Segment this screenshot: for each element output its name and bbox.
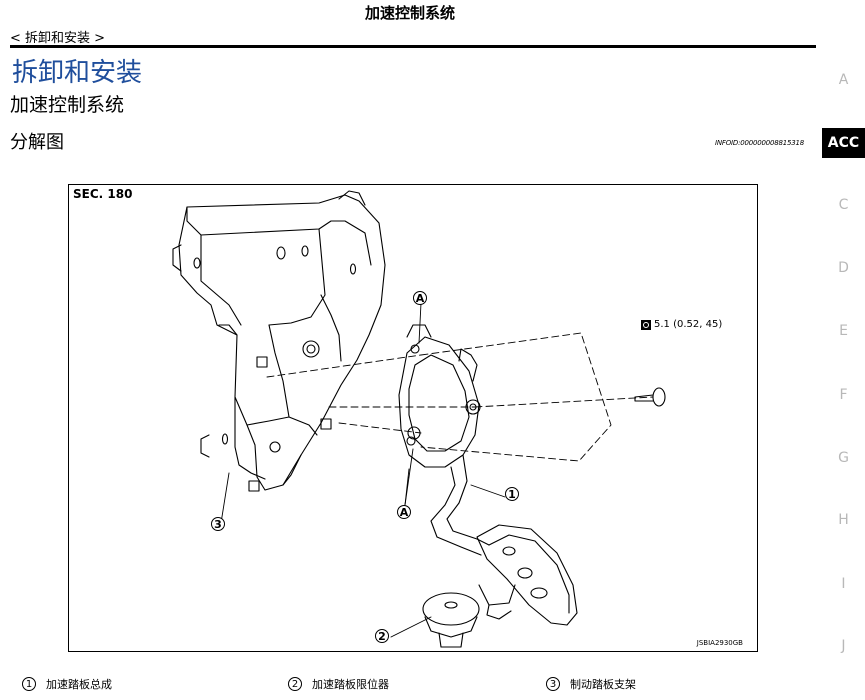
side-index-acc[interactable]: ACC: [822, 128, 865, 158]
parts-legend: 1 加速踏板总成 2 加速踏板限位器 3 制动踏板支架: [22, 676, 822, 696]
side-index-j[interactable]: J: [841, 638, 846, 654]
accelerator-pedal-stopper-drawing: [422, 592, 480, 648]
header-divider: [10, 45, 816, 48]
callout-a-bottom: A: [397, 505, 411, 519]
callout-1: 1: [505, 487, 519, 501]
torque-value: 5.1 (0.52, 45): [654, 319, 723, 330]
legend-number: 3: [546, 677, 560, 691]
callout-a-top: A: [413, 291, 427, 305]
callout-3: 3: [211, 517, 225, 531]
side-index-h[interactable]: H: [838, 512, 849, 528]
side-index-f[interactable]: F: [839, 387, 848, 403]
exploded-view-figure: SEC. 180 5.1 (0.52, 45) A A 1 2 3 JSBIA2…: [68, 184, 758, 652]
side-index-a[interactable]: A: [838, 72, 849, 88]
legend-number: 1: [22, 677, 36, 691]
side-index: A ACC C D E F G H I J: [822, 0, 865, 700]
side-index-d[interactable]: D: [838, 260, 849, 276]
torque-wrench-icon: [641, 319, 651, 330]
torque-spec: 5.1 (0.52, 45): [641, 319, 722, 330]
legend-label: 加速踏板限位器: [312, 678, 389, 691]
topic-title: 分解图: [10, 132, 64, 153]
section-code-label: SEC. 180: [73, 187, 133, 201]
page-header-title: 加速控制系统: [364, 4, 455, 22]
legend-label: 制动踏板支架: [570, 678, 636, 691]
side-index-e[interactable]: E: [839, 323, 848, 339]
side-index-c[interactable]: C: [838, 197, 849, 213]
figure-code: JSBIA2930GB: [696, 639, 743, 647]
accelerator-pedal-assembly-drawing: [398, 324, 578, 626]
brake-pedal-bracket-drawing: [172, 190, 386, 492]
subsection-title: 加速控制系统: [10, 94, 125, 116]
bolt-drawing: [634, 387, 666, 407]
legend-item: 3 制动踏板支架: [546, 676, 636, 692]
exploded-view-drawing: [172, 190, 666, 648]
section-title: 拆卸和安装: [12, 58, 143, 88]
side-index-i[interactable]: I: [841, 576, 846, 592]
legend-label: 加速踏板总成: [46, 678, 112, 691]
info-id: INFOID:000000008815318: [715, 139, 805, 147]
side-index-g[interactable]: G: [838, 450, 849, 466]
breadcrumb[interactable]: < 拆卸和安装 >: [10, 31, 106, 46]
legend-item: 1 加速踏板总成: [22, 676, 112, 692]
callout-2: 2: [375, 629, 389, 643]
legend-item: 2 加速踏板限位器: [288, 676, 389, 692]
legend-number: 2: [288, 677, 302, 691]
